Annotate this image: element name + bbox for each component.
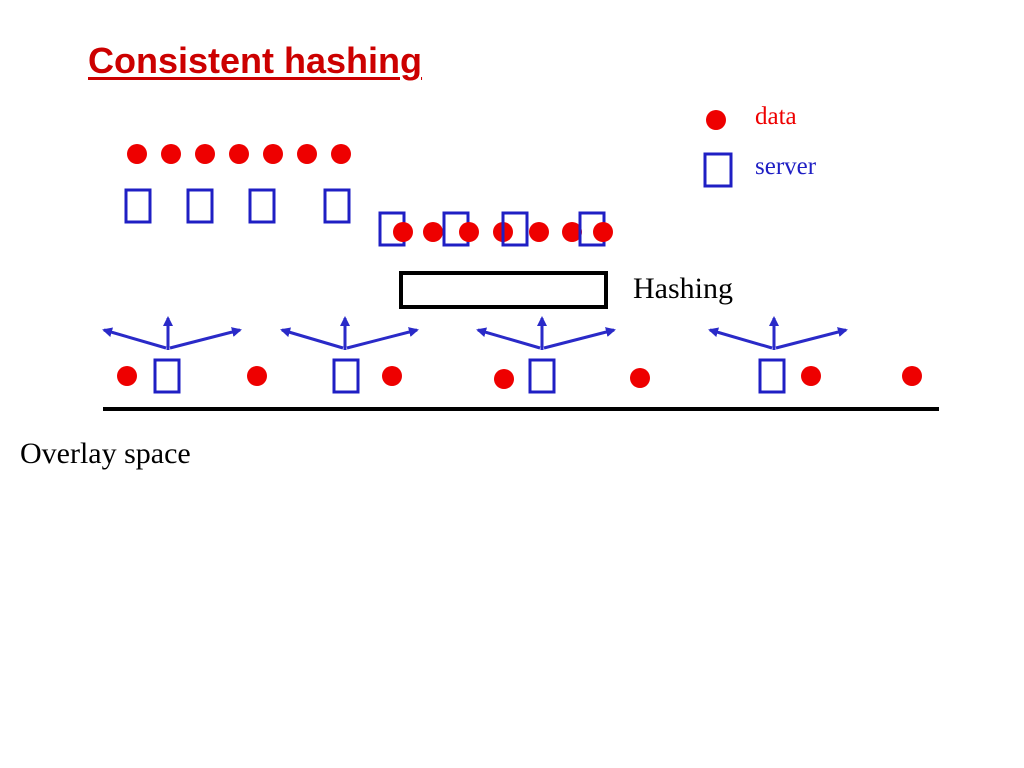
data-dot [593,222,613,242]
server-square [124,188,152,224]
legend-server-square-icon [703,152,733,188]
data-dot [393,222,413,242]
data-dot [263,144,283,164]
input-servers [124,188,351,224]
page-title: Consistent hashing [88,40,423,81]
server-square [528,358,556,394]
data-dot [562,222,582,242]
arrow-group [280,316,419,350]
data-dot [247,366,267,386]
arrow-group [102,316,242,350]
data-dot [902,366,922,386]
data-dot [529,222,549,242]
server-square [153,358,181,394]
server-square [323,188,351,224]
data-dot [801,366,821,386]
data-dot [195,144,215,164]
input-data-dots [127,144,351,164]
legend-data-dot-icon [706,110,726,130]
legend-data-label: data [755,103,797,130]
data-dot [297,144,317,164]
server-square [186,188,214,224]
data-dot [127,144,147,164]
arrow-group [476,316,616,350]
server-square [758,358,786,394]
data-dot [423,222,443,242]
data-dot [630,368,650,388]
legend-server-label: server [755,153,817,180]
server-arrows [102,316,848,350]
data-dot [494,369,514,389]
data-dot [459,222,479,242]
server-square [332,358,360,394]
overlay-nodes [117,358,922,394]
server-square [501,211,529,247]
hashing-queue [378,211,613,247]
hashing-box [399,271,608,309]
data-dot [117,366,137,386]
arrow-group [708,316,848,350]
data-dot [229,144,249,164]
data-dot [161,144,181,164]
data-dot [382,366,402,386]
hashing-label: Hashing [633,272,733,305]
data-dot [331,144,351,164]
server-square [248,188,276,224]
overlay-space-label: Overlay space [20,437,191,470]
